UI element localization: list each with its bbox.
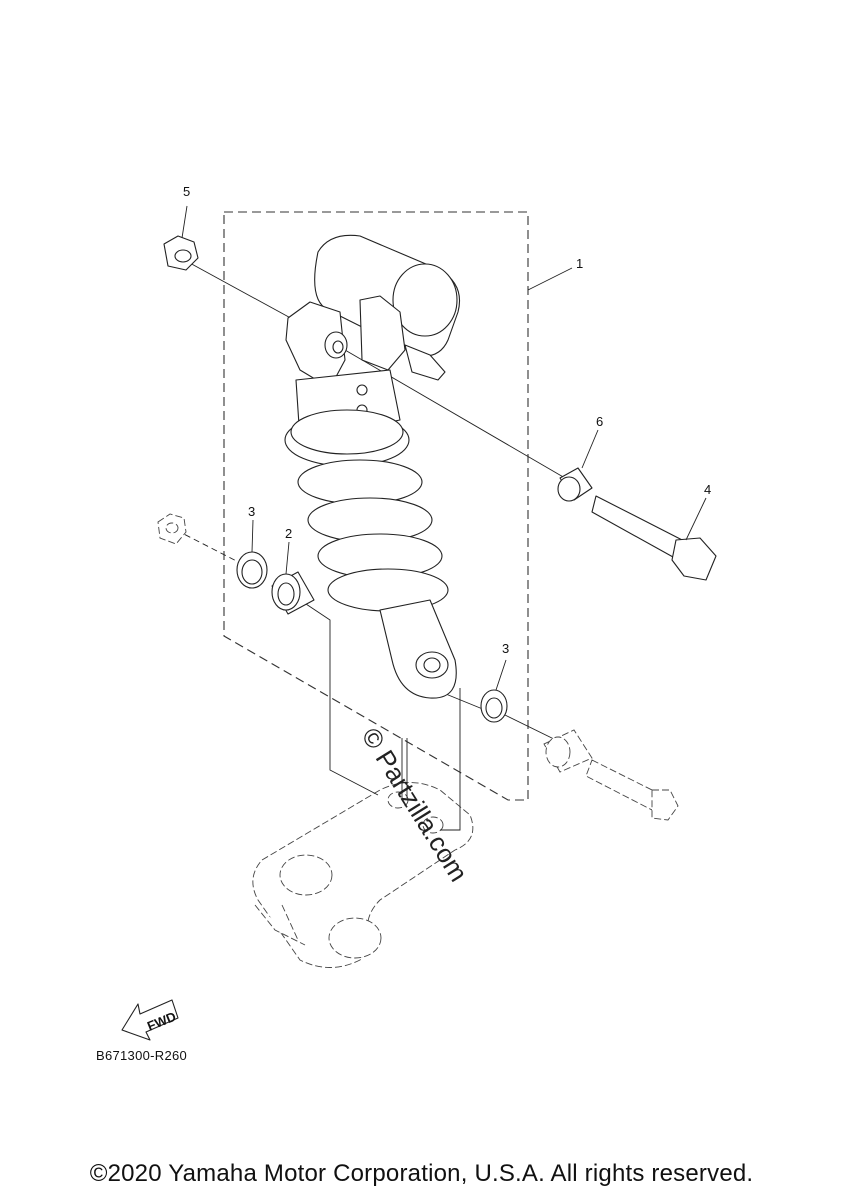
rear-shock-absorber xyxy=(284,234,461,699)
phantom-linkage xyxy=(252,782,474,968)
callout-6: 6 xyxy=(596,414,603,429)
callout-5: 5 xyxy=(183,184,190,199)
fwd-arrow-icon: FWD xyxy=(121,999,179,1041)
oil-seal-part-3-left xyxy=(236,551,268,589)
callout-1: 1 xyxy=(576,256,583,271)
callout-3-right: 3 xyxy=(502,641,509,656)
lower-bolt-phantom xyxy=(543,729,679,821)
collar-part-6 xyxy=(557,467,593,502)
left-nut-phantom xyxy=(157,513,187,545)
nut-part-5 xyxy=(163,235,199,271)
reference-code: B671300-R260 xyxy=(96,1048,188,1063)
callout-3-left: 3 xyxy=(248,504,255,519)
copyright-notice: ©2020 Yamaha Motor Corporation, U.S.A. A… xyxy=(89,1160,754,1187)
callout-4: 4 xyxy=(704,482,711,497)
assembly-boundary xyxy=(223,211,529,801)
bolt-part-4 xyxy=(591,495,717,581)
callout-leaders xyxy=(181,205,707,691)
callout-2: 2 xyxy=(285,526,292,541)
oil-seal-part-3-right xyxy=(480,689,508,723)
bearing-part-2 xyxy=(271,571,315,615)
